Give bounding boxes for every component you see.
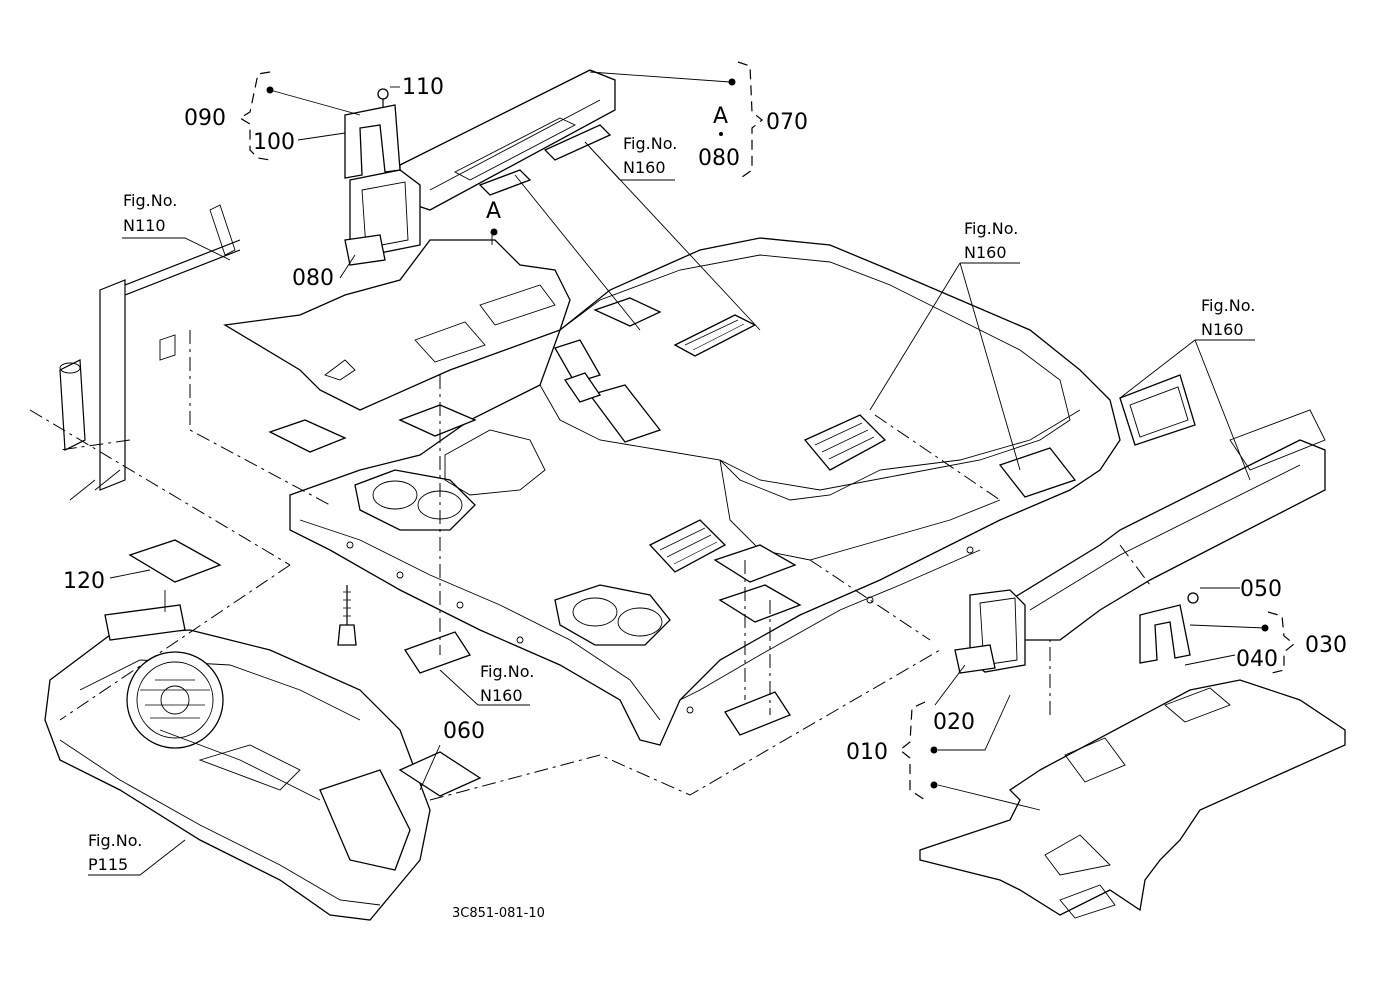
bracket-070 xyxy=(737,61,763,181)
fig-ref-n160-top: Fig.No. N160 xyxy=(623,134,677,177)
label-040: 040 xyxy=(1236,647,1278,672)
fig-ref-p115-label: Fig.No. xyxy=(88,831,142,850)
label-120: 120 xyxy=(63,569,105,594)
vent-part-bottom xyxy=(724,691,791,736)
label-100: 100 xyxy=(253,130,295,155)
duct-lower-right xyxy=(954,374,1326,674)
fig-ref-n160-top-number: N160 xyxy=(623,158,666,177)
vent-lower xyxy=(648,519,727,573)
fig-ref-n160-top-label: Fig.No. xyxy=(623,134,677,153)
blower-housing xyxy=(44,604,431,921)
fig-ref-n160-center: Fig.No. N160 xyxy=(964,219,1018,262)
fig-ref-n110-number: N110 xyxy=(123,216,166,235)
label-110: 110 xyxy=(402,75,444,100)
reference-dots xyxy=(266,78,1269,789)
sound-insulation-panel-right xyxy=(919,679,1346,919)
roof-liner xyxy=(268,237,1121,746)
vent-part-lower xyxy=(404,631,471,674)
fig-ref-n160-bottom-label: Fig.No. xyxy=(480,662,534,681)
fig-ref-n110: Fig.No. N110 xyxy=(123,191,177,235)
fig-ref-n160-right-number: N160 xyxy=(1201,320,1244,339)
fig-ref-n160-bottom-number: N160 xyxy=(480,686,523,705)
reference-lines xyxy=(29,330,1151,801)
bracket-090 xyxy=(238,71,271,161)
fig-ref-n160-bottom: Fig.No. N160 xyxy=(480,662,534,705)
leader-lines xyxy=(88,71,1266,876)
bracket-010 xyxy=(899,701,926,801)
fig-ref-n160-right-label: Fig.No. xyxy=(1201,296,1255,315)
label-080-right: 080 xyxy=(698,146,740,171)
fig-ref-p115: Fig.No. P115 xyxy=(88,831,142,874)
fig-ref-n160-center-number: N160 xyxy=(964,243,1007,262)
vent-center xyxy=(803,414,887,471)
filter-pad-060 xyxy=(398,751,482,797)
label-070: 070 xyxy=(766,110,808,135)
fig-ref-n160-right: Fig.No. N160 xyxy=(1201,296,1255,339)
label-050: 050 xyxy=(1240,577,1282,602)
left-frame xyxy=(59,204,241,501)
sound-insulation-panel-left xyxy=(223,239,571,411)
figure-references: Fig.No. N110 Fig.No. N160 Fig.No. N160 F… xyxy=(88,134,1255,874)
fig-ref-n110-label: Fig.No. xyxy=(123,191,177,210)
duct-upper xyxy=(344,69,616,266)
drawing-code: 3C851-081-10 xyxy=(452,906,545,921)
filter-pad-120 xyxy=(128,539,222,583)
ref-letter-a-mid: A xyxy=(486,199,501,224)
label-060: 060 xyxy=(443,719,485,744)
bolt xyxy=(337,585,357,646)
label-080-left: 080 xyxy=(292,266,334,291)
label-010: 010 xyxy=(846,740,888,765)
label-030: 030 xyxy=(1305,633,1347,658)
label-020: 020 xyxy=(933,710,975,735)
label-090: 090 xyxy=(184,106,226,131)
ref-letter-a-top: A xyxy=(713,104,728,129)
part-labels: 090 100 110 080 A 080 070 A 120 060 050 … xyxy=(63,75,1347,765)
fig-ref-p115-number: P115 xyxy=(88,855,128,874)
fig-ref-n160-center-label: Fig.No. xyxy=(964,219,1018,238)
